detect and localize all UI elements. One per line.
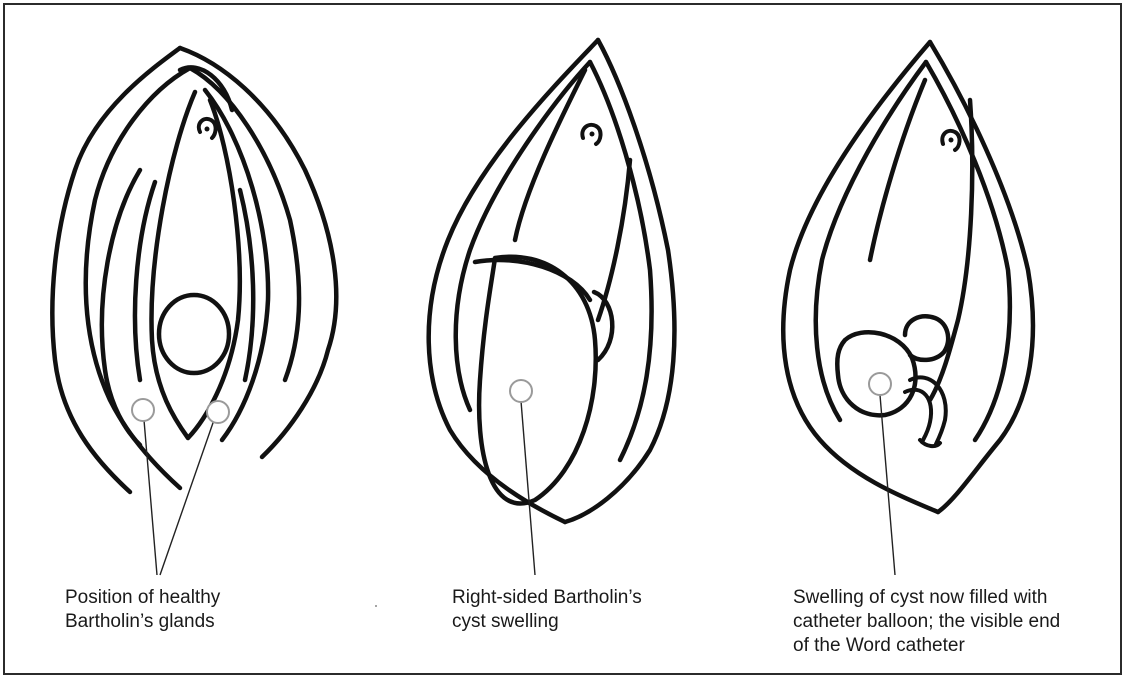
panel-3-upper-balloon [905,316,948,360]
panel-2-drawing [429,40,675,522]
panel-2-caption-line: cyst swelling [452,610,642,634]
panel-1-caption: Position of healthy Bartholin’s glands [65,586,220,634]
panel-1-leader-line-right [160,420,214,575]
panel-1-outer-contour [52,48,180,492]
panel-2-cyst-marker [510,380,532,402]
panel-1-left-gland-marker [132,399,154,421]
panel-2-caption-line: Right-sided Bartholin’s [452,586,642,610]
panel-1-drawing [52,48,336,492]
panel-1-vaginal-opening [159,295,229,373]
panel-2-leader-line [521,401,535,575]
panel-3-cyst-marker [869,373,891,395]
panel-3-outer-contour [783,42,938,512]
panel-3-caption-line: Swelling of cyst now filled with [793,586,1060,610]
panel-3-caption-line: catheter balloon; the visible end [793,610,1060,634]
panel-2-caption: Right-sided Bartholin’s cyst swelling [452,586,642,634]
panel-1-right-gland-marker [207,401,229,423]
panel-3-drawing [783,42,1033,512]
panel-2-cyst-swelling [479,257,596,504]
panel-3-caption: Swelling of cyst now filled with cathete… [793,586,1060,658]
panel-1-leader-line-left [144,420,157,575]
panel-3-caption-line: of the Word catheter [793,634,1060,658]
panel-1-caption-line: Bartholin’s glands [65,610,220,634]
panel-1-caption-line: Position of healthy [65,586,220,610]
